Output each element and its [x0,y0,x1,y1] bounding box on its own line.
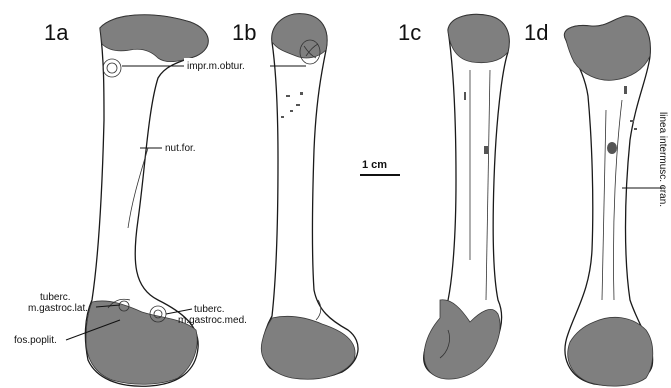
annotation-tuberc-med-1: tuberc. [194,304,225,315]
panel-label-1c: 1c [398,20,421,45]
annotation-nut-for: nut.for. [165,143,196,154]
scale-bar-label: 1 cm [362,159,387,171]
annotation-tuberc-med-2: m.gastroc.med. [178,315,247,326]
distal-articular-surface-1c [424,300,500,379]
annotation-tuberc-lat-1: tuberc. [40,292,71,303]
panel-label-1b: 1b [232,20,256,45]
panel-label-1a: 1a [44,20,69,45]
bone-1c [424,15,509,380]
annotation-tuberc-lat-2: m.gastroc.lat. [28,303,88,314]
bone-1d [564,16,652,386]
annotation-fos-poplit: fos.poplit. [14,335,57,346]
proximal-articular-surface-1d [564,16,650,80]
annotation-impr-obtur: impr.m.obtur. [187,61,245,72]
panel-label-1d: 1d [524,20,548,45]
annotation-linea-intermusc: linea intermusc. cran. [657,112,668,207]
bone-1b [261,14,358,379]
